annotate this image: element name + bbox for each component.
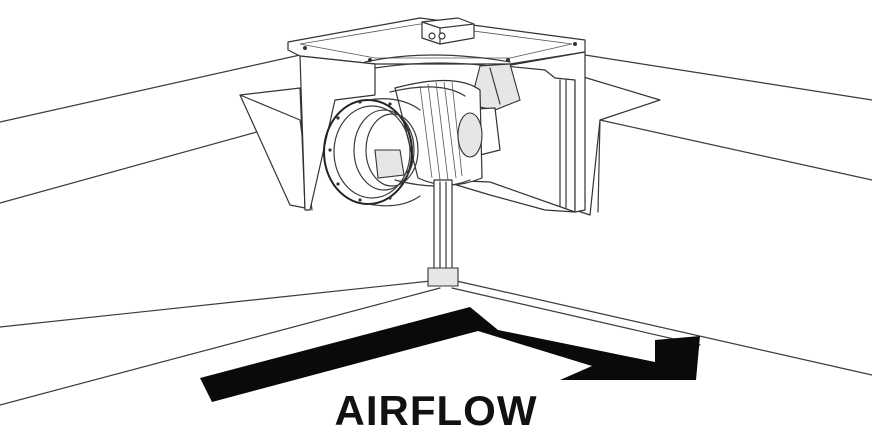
controller-knob-icon: [428, 32, 436, 40]
housing-walls: [299, 51, 586, 213]
controller-box: [421, 17, 475, 45]
right-duct: [451, 54, 872, 376]
inlet-ring: [323, 98, 421, 207]
fan-wheel: [389, 79, 483, 187]
airflow-label: AIRFLOW: [334, 387, 538, 434]
support-post: [427, 179, 459, 287]
airflow-arrow-icon: [200, 307, 700, 402]
controller-knob-icon: [438, 32, 446, 40]
